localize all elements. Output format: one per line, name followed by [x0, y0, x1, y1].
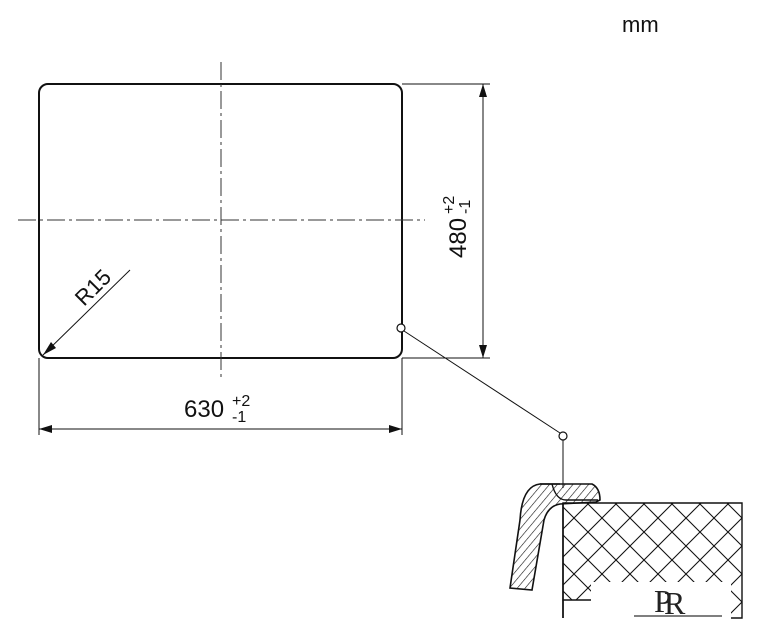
height-tol-upper: +2 — [441, 196, 458, 214]
height-tol-lower: -1 — [457, 200, 474, 214]
radius-label: R15 — [70, 264, 116, 310]
height-value: 480 — [445, 218, 472, 258]
radius-dimension: R15 — [42, 264, 131, 356]
detail-callout — [396, 323, 568, 488]
width-value: 630 — [184, 396, 224, 423]
sink-rim-section — [509, 483, 601, 591]
svg-text:R: R — [664, 585, 686, 621]
width-tol-lower: -1 — [232, 409, 246, 426]
unit-label: mm — [622, 12, 659, 37]
width-dimension: 630 +2 -1 — [38, 358, 403, 435]
width-tol-upper: +2 — [232, 393, 250, 410]
svg-text:P: P — [654, 583, 672, 619]
pr-logo-icon: P R — [591, 582, 731, 622]
height-dimension: 480 +2 -1 — [402, 83, 490, 359]
